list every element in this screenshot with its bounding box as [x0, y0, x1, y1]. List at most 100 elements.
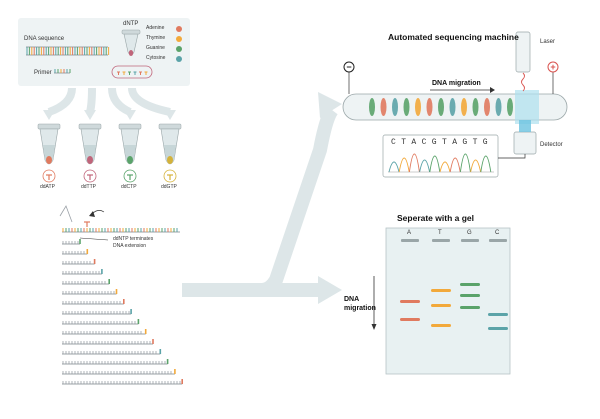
tube-tip-ddATP [46, 156, 52, 164]
chromatogram [388, 153, 494, 173]
gel-band-C-1 [488, 313, 508, 316]
gel-well-A [401, 239, 419, 242]
tube-tip-ddGTP [167, 156, 173, 164]
flow-arrow-head-top [318, 92, 342, 118]
tube-label-ddatp: ddATP [40, 184, 55, 190]
chromatogram-base-3: A [411, 138, 417, 147]
fragment-annotation-line1: ddNTP terminates [113, 236, 154, 242]
flow-arrowhead-1 [84, 110, 96, 120]
capillary-band-8 [449, 98, 456, 116]
dna-sequence-strand [26, 46, 110, 56]
base-legend [176, 26, 182, 62]
tube-cap-ddCTP [118, 123, 142, 130]
legend-label-thymine: Thymine [146, 35, 166, 41]
gel-band-C-2 [488, 327, 508, 330]
tube-tip-ddTTP [87, 156, 93, 164]
gel-band-G-3 [460, 306, 480, 309]
capillary-band-9 [461, 98, 467, 116]
capillary-band-2 [380, 98, 387, 116]
primer-label: Primer [34, 70, 52, 76]
flow-arrow-0 [47, 87, 76, 116]
chromatogram-base-6: T [442, 138, 447, 147]
laser-beam-glow [515, 90, 539, 124]
capillary-bands [369, 98, 513, 116]
flow-arrow-head-bottom [318, 276, 342, 304]
tube-tip-ddCTP [127, 156, 133, 164]
flow-arrow-shaft [182, 105, 338, 297]
gel-migration-arrowhead [371, 324, 377, 330]
panel-to-tube-arrows [43, 87, 176, 120]
polymerase-strand [59, 205, 73, 223]
flow-arrow-1 [86, 87, 96, 113]
gel-band-G-2 [460, 294, 480, 297]
tube-liquid-ddATP [43, 145, 55, 164]
legend-label-cytosine: Cytosine [146, 55, 166, 61]
chromatogram-peak-1 [388, 161, 400, 173]
tube-cap-ddATP [37, 123, 61, 130]
minus-sign: − [346, 62, 351, 72]
tube-label-ddttp: ddTTP [81, 184, 97, 190]
fragment-annotation-line2: DNA extension [113, 243, 147, 249]
flow-arrow-3 [128, 87, 171, 116]
legend-dot-guanine [176, 46, 182, 52]
annotation-leader [79, 237, 109, 241]
migration-arrowhead [490, 87, 495, 93]
plus-electrode [547, 61, 559, 73]
tube-cap-ddTTP [78, 123, 102, 130]
ddntp-arrowhead [89, 211, 95, 217]
gel-well-G [461, 239, 479, 242]
capillary-band-12 [495, 98, 502, 116]
flow-arrow-lower-shaft [240, 283, 320, 297]
chromatogram-peak-8 [459, 153, 471, 173]
chromatogram-peak-6 [439, 161, 451, 173]
chromatogram-base-7: A [452, 138, 457, 147]
detector-cable [498, 154, 526, 159]
dntp-tube [111, 29, 153, 79]
tube-cap-ddGTP [158, 123, 182, 130]
chromatogram-peak-2 [398, 157, 410, 173]
gel-band-G-1 [460, 283, 480, 286]
tube-liquid-ddGTP [164, 145, 176, 164]
laser-wave [521, 72, 525, 92]
laser-label: Laser [540, 39, 556, 45]
chromatogram-base-10: G [482, 138, 488, 147]
chromatogram-base-1: C [391, 138, 396, 147]
dntp-pill-nucleotides [117, 71, 148, 75]
gel-wells [401, 239, 507, 242]
gel-band-T-3 [431, 324, 451, 327]
flow-arrowhead-3 [164, 110, 176, 120]
detector-label: Detector [540, 142, 563, 148]
terminated-fragments [59, 205, 183, 385]
plus-sign: + [550, 62, 555, 72]
flow-arrowhead-2 [124, 110, 136, 120]
gel-well-C [489, 239, 507, 242]
gel-band-A-2 [400, 318, 420, 321]
chromatogram-peak-10 [480, 155, 492, 173]
capillary-band-4 [403, 98, 410, 116]
gel-lane-label-g: G [467, 230, 472, 236]
legend-label-guanine: Guanine [146, 45, 165, 51]
capillary-band-13 [507, 98, 513, 116]
gel-well-T [432, 239, 450, 242]
sequencing-machine: − + [342, 31, 568, 178]
detector-beam [519, 120, 531, 132]
chromatogram-base-5: G [431, 138, 437, 147]
legend-dot-thymine [176, 36, 182, 42]
gel-lane-label-c: C [495, 230, 500, 236]
minus-electrode [343, 61, 355, 73]
detector-device [513, 131, 537, 155]
capillary-band-11 [484, 98, 490, 116]
gel-migration-label-line1: DNA [344, 296, 360, 303]
tube-label-ddgtp: ddGTP [161, 184, 177, 190]
chromatogram-base-2: T [401, 138, 406, 147]
dna-sequence-label: DNA sequence [24, 36, 65, 42]
ddntp-tubes [37, 123, 182, 183]
gel-migration-label-line2: migration [344, 305, 376, 312]
capillary-band-6 [426, 98, 433, 116]
chromatogram-base-9: T [472, 138, 478, 147]
chromatogram-peak-7 [449, 157, 461, 173]
tube-liquid-ddCTP [124, 145, 136, 164]
capillary-band-10 [472, 98, 479, 116]
